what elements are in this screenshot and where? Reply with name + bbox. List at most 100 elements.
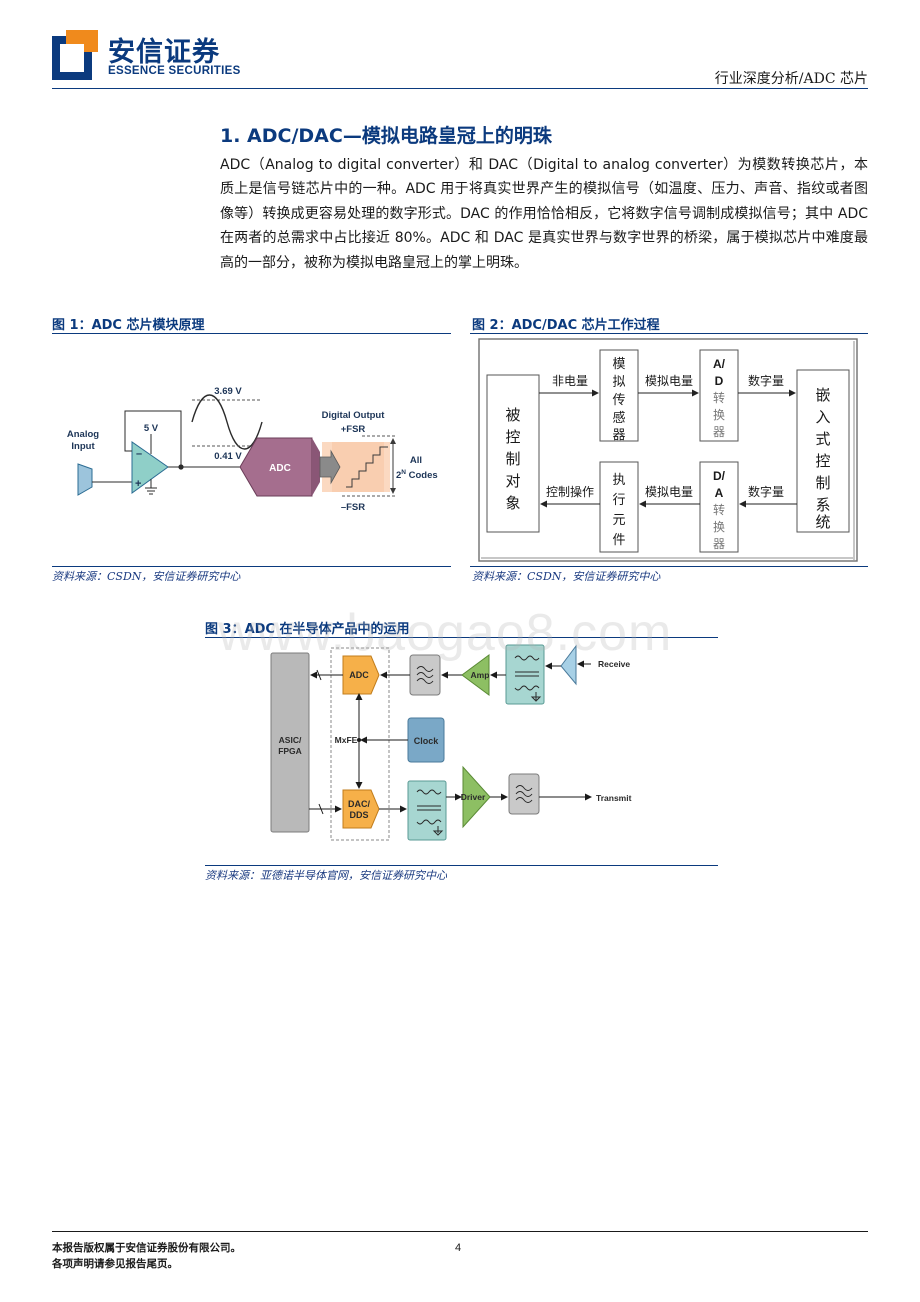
- svg-text:统: 统: [815, 514, 830, 531]
- voltage-low-label: 0.41 V: [214, 451, 242, 462]
- figure-1-title: 图 1：ADC 芯片模块原理: [52, 318, 205, 333]
- svg-text:感: 感: [612, 410, 625, 425]
- svg-text:器: 器: [713, 537, 725, 551]
- figure-3-top-rule: [205, 637, 718, 638]
- svg-text:控: 控: [505, 429, 520, 446]
- svg-text:D: D: [715, 374, 724, 388]
- svg-text:系: 系: [815, 497, 830, 514]
- amp-block: [461, 654, 490, 696]
- svg-text:元: 元: [612, 512, 625, 527]
- ad-converter-box: [699, 349, 739, 442]
- controlled-object-box: [486, 374, 540, 533]
- svg-text:换: 换: [713, 408, 725, 422]
- adc-block: [342, 655, 380, 695]
- svg-text:执: 执: [612, 472, 625, 487]
- amp-label: Amp: [471, 670, 490, 680]
- analog-source-shape: [77, 463, 93, 496]
- figure-2-top-rule: [470, 333, 868, 334]
- figure-1-top-rule: [52, 333, 451, 334]
- figure-2-title: 图 2：ADC/DAC 芯片工作过程: [472, 318, 660, 333]
- watermark: www.baogao8.com: [218, 604, 673, 662]
- figure-2-process-diagram: 被 控 制 对 象 模 拟 传 感 器 A/ D 转 换 器 嵌 入 式 控 制…: [478, 338, 858, 562]
- dac-label: DAC/: [348, 799, 370, 809]
- footer-rule: [52, 1231, 868, 1232]
- section-body: ADC（Analog to digital converter）和 DAC（Di…: [220, 157, 868, 271]
- svg-text:转: 转: [713, 502, 725, 517]
- figure-3-rf-diagram: ASIC/ FPGA ADC DAC/ DDS MxFE Clock Amp R…: [270, 644, 632, 841]
- receive-label: Receive: [598, 659, 630, 669]
- header-rule: [52, 88, 868, 89]
- svg-text:拟: 拟: [612, 374, 625, 389]
- figure-1-source: 资料来源：CSDN，安信证券研究中心: [52, 570, 241, 583]
- svg-text:非电量: 非电量: [552, 374, 588, 388]
- fpga-label: FPGA: [278, 746, 302, 756]
- analog-input-label-2: Input: [71, 441, 95, 452]
- svg-text:入: 入: [815, 409, 830, 426]
- all-codes-label-2: 2N Codes: [396, 469, 438, 481]
- receive-antenna-shape: [560, 644, 577, 686]
- svg-text:A: A: [715, 486, 724, 500]
- svg-text:D/: D/: [713, 469, 726, 483]
- dac-dds-block: [342, 789, 380, 829]
- svg-text:制: 制: [815, 475, 830, 492]
- transmit-label: Transmit: [596, 793, 632, 803]
- positive-fsr-label: +FSR: [341, 424, 366, 435]
- figure-3-bottom-rule: [205, 865, 718, 866]
- op-amp-shape: [131, 441, 169, 494]
- adc-label: ADC: [349, 670, 369, 680]
- embedded-control-box: [796, 369, 850, 533]
- staircase-line: [346, 446, 388, 488]
- conversion-arrow: [319, 449, 341, 485]
- digital-output-label: Digital Output: [322, 410, 386, 421]
- svg-text:转: 转: [713, 390, 725, 405]
- driver-label: Driver: [461, 792, 486, 802]
- figure-3-source: 资料来源：亚德诺半导体官网，安信证券研究中心: [205, 869, 447, 882]
- driver-block: [462, 765, 491, 829]
- figure-3-title: 图 3：ADC 在半导体产品中的运用: [205, 622, 410, 637]
- svg-text:件: 件: [612, 532, 625, 547]
- svg-text:数字量: 数字量: [748, 373, 784, 388]
- svg-text:对: 对: [505, 473, 520, 490]
- all-codes-label-1: All: [410, 455, 422, 466]
- svg-text:行: 行: [612, 492, 625, 507]
- actuator-box: [599, 461, 639, 553]
- footer-disclaimer: 各项声明请参见报告尾页。: [52, 1258, 178, 1270]
- document-type: 行业深度分析/ADC 芯片: [714, 71, 868, 87]
- asic-label: ASIC/: [279, 735, 302, 745]
- svg-text:数字量: 数字量: [748, 484, 784, 499]
- svg-text:模拟电量: 模拟电量: [645, 374, 693, 388]
- svg-text:器: 器: [612, 427, 625, 442]
- figure-1-bottom-rule: [52, 566, 451, 567]
- company-logo: [52, 30, 98, 80]
- brand-name-en: ESSENCE SECURITIES: [108, 65, 241, 77]
- svg-text:A/: A/: [713, 357, 726, 371]
- sine-wave: [191, 394, 263, 450]
- svg-text:传: 传: [612, 392, 625, 407]
- svg-text:制: 制: [505, 451, 520, 468]
- mxfe-label: MxFE: [335, 735, 358, 745]
- svg-text:控制操作: 控制操作: [546, 484, 594, 499]
- figure-1-adc-diagram: Analog Input – + 5 V 3.69 V 0.41 V ADC D…: [67, 386, 438, 513]
- svg-text:模拟电量: 模拟电量: [645, 485, 693, 499]
- negative-fsr-label: –FSR: [341, 502, 365, 513]
- analog-sensor-box: [599, 349, 639, 442]
- svg-text:模: 模: [612, 356, 625, 371]
- clock-label: Clock: [414, 736, 440, 746]
- svg-text:式: 式: [815, 431, 830, 448]
- op-amp-minus: –: [136, 448, 142, 460]
- supply-voltage-label: 5 V: [144, 423, 159, 434]
- brand-name-cn: 安信证券: [108, 37, 220, 68]
- op-amp-plus: +: [135, 478, 141, 490]
- svg-text:象: 象: [505, 495, 520, 512]
- svg-text:被: 被: [505, 407, 520, 424]
- analog-input-label-1: Analog: [67, 429, 99, 440]
- junction-dot: [178, 464, 184, 470]
- svg-text:控: 控: [815, 453, 830, 470]
- feedback-loop: [124, 410, 182, 467]
- figure-2-source: 资料来源：CSDN，安信证券研究中心: [472, 570, 661, 583]
- asic-fpga-block: [270, 652, 310, 833]
- adc-block-label: ADC: [269, 463, 291, 474]
- svg-text:器: 器: [713, 425, 725, 439]
- svg-text:嵌: 嵌: [815, 387, 830, 404]
- figure-2-bottom-rule: [470, 566, 868, 567]
